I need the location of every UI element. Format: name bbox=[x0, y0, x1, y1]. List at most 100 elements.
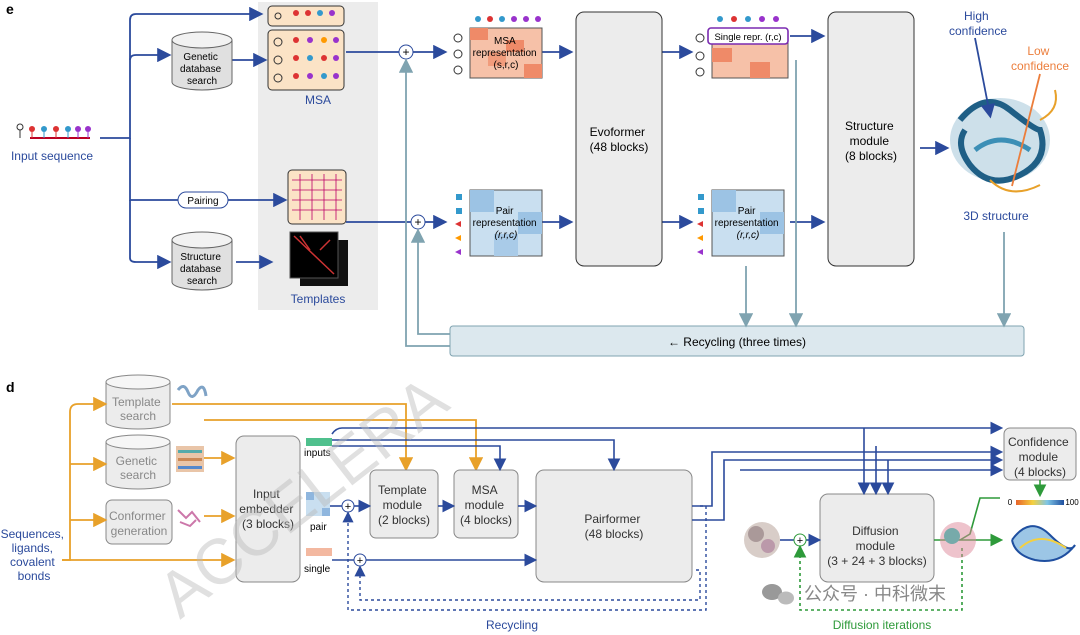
single-repr-label-box bbox=[707, 27, 789, 45]
svg-text:Template search: Template search bbox=[112, 395, 164, 423]
template-search-line2: search bbox=[120, 409, 156, 423]
input-embedder-line3: (3 blocks) bbox=[242, 517, 294, 531]
template-search-line1: Template bbox=[112, 395, 161, 409]
pair-repr-line1: Pair bbox=[496, 206, 514, 217]
msa-query-box bbox=[267, 5, 345, 27]
diffusion-line1: Diffusion bbox=[852, 524, 898, 538]
structure-module-line3: (8 blocks) bbox=[845, 149, 897, 163]
pair-repr-line3: (r,r,c) bbox=[495, 230, 518, 241]
genetic-db-line1: Genetic bbox=[183, 52, 217, 63]
inputs-label: inputs bbox=[304, 448, 331, 459]
inputs-bar bbox=[306, 438, 332, 446]
genetic-db-line2: database bbox=[180, 64, 222, 75]
evoformer-line2: (48 blocks) bbox=[590, 140, 649, 154]
input-sequence-glyph bbox=[16, 123, 91, 139]
input-embedder-box bbox=[235, 435, 301, 583]
scale-min: 0 bbox=[1008, 498, 1013, 507]
conformer-line1: Conformer bbox=[109, 509, 166, 523]
template-module-line3: (2 blocks) bbox=[378, 513, 430, 527]
svg-text:+: + bbox=[402, 45, 409, 59]
genetic-search-cylinder bbox=[105, 434, 171, 490]
wechat-icon bbox=[762, 584, 794, 605]
svg-text:Sequences, ligands, co: Sequences, ligands, covalent bonds bbox=[1, 527, 68, 583]
input-sequence-label: Input sequence bbox=[11, 149, 93, 163]
conformer-line2: generation bbox=[111, 524, 168, 538]
single-bar bbox=[306, 548, 332, 556]
genetic-search-line2: search bbox=[120, 468, 156, 482]
template-pattern bbox=[293, 235, 335, 275]
low-confidence-line2: confidence bbox=[1011, 59, 1069, 73]
svg-text:High confidence: High confidence bbox=[949, 9, 1007, 38]
template-module-line1: Template bbox=[378, 483, 427, 497]
diffusion-box bbox=[819, 493, 935, 583]
structure-module-line1: Structure bbox=[845, 119, 894, 133]
svg-text:Genetic search: Genetic search bbox=[116, 454, 161, 482]
plus-circle-diffusion: + bbox=[793, 533, 807, 547]
diffusion-line2: module bbox=[856, 539, 896, 553]
msa-sequences-box bbox=[267, 29, 345, 91]
genetic-search-line1: Genetic bbox=[116, 454, 157, 468]
structure-module-box bbox=[827, 11, 915, 267]
conformer-thumbnail bbox=[177, 509, 201, 528]
pairing-pill bbox=[177, 191, 229, 209]
pairformer-line1: Pairformer bbox=[584, 512, 640, 526]
msa-repr-residues bbox=[453, 16, 541, 75]
svg-text:Pair representation (r: Pair representation (r,r,c) bbox=[715, 206, 782, 241]
final-protein bbox=[1011, 525, 1076, 562]
panel-e-input-connectors bbox=[100, 6, 288, 270]
pair-grid-lines bbox=[292, 174, 342, 220]
genetic-db-line3: search bbox=[187, 76, 217, 87]
msa-module-line1: MSA bbox=[472, 483, 498, 497]
pair-repr-line2: representation bbox=[473, 218, 537, 229]
svg-text:Input embedder (3 bloc: Input embedder (3 blocks) bbox=[239, 487, 296, 531]
msa-module-line3: (4 blocks) bbox=[460, 513, 512, 527]
svg-text:+: + bbox=[797, 535, 803, 547]
msa-residue-glyphs bbox=[273, 10, 339, 83]
svg-text:Structure module (8 bl: Structure module (8 blocks) bbox=[845, 119, 897, 163]
svg-text:Genetic database searc: Genetic database search bbox=[180, 52, 224, 87]
plus-circle-msa: + bbox=[398, 44, 414, 60]
wechat-label: 公众号 · 中科微末 bbox=[804, 584, 946, 604]
template-module-line2: module bbox=[383, 498, 423, 512]
structure-module-line2: module bbox=[850, 134, 890, 148]
pairformer-line2: (48 blocks) bbox=[585, 527, 644, 541]
svg-text:Pair representation (r: Pair representation (r,r,c) bbox=[473, 206, 540, 241]
confidence-scale-bar bbox=[1016, 500, 1064, 505]
msa-thumbnail bbox=[176, 446, 204, 472]
single-repr-heatmap bbox=[695, 16, 789, 79]
pair-repr2-line1: Pair bbox=[738, 206, 756, 217]
templates-label: Templates bbox=[291, 292, 346, 306]
svg-text:Structure database sea: Structure database search bbox=[180, 252, 224, 287]
input-embedder-line2: embedder bbox=[239, 502, 293, 516]
svg-text:Template module (2 blo: Template module (2 blocks) bbox=[378, 483, 430, 527]
recycling-dotted-loop bbox=[342, 505, 707, 611]
pair-thumbnail bbox=[306, 492, 330, 516]
msa-repr-line3: (s,r,c) bbox=[494, 60, 519, 71]
inputs-left-line2: ligands, bbox=[12, 541, 53, 555]
panel-e-label: e bbox=[6, 1, 14, 17]
pair-repr2-heatmap bbox=[697, 189, 785, 257]
panel-e-mid-connectors bbox=[346, 28, 950, 230]
structure-database-cylinder bbox=[171, 231, 233, 291]
template-thumbnail bbox=[176, 385, 208, 398]
pair-label: pair bbox=[310, 522, 327, 533]
inputs-left-line4: bonds bbox=[18, 569, 51, 583]
structure-db-line2: database bbox=[180, 264, 222, 275]
low-confidence-arrow bbox=[1011, 73, 1041, 187]
template-search-cylinder bbox=[105, 374, 171, 430]
scale-max: 100 bbox=[1065, 498, 1079, 507]
recycling-bar bbox=[449, 325, 1025, 357]
single-label: single bbox=[304, 564, 331, 575]
pairformer-box bbox=[535, 469, 693, 583]
orange-input-connectors bbox=[62, 396, 484, 568]
diffusion-line3: (3 + 24 + 3 blocks) bbox=[827, 554, 926, 568]
pair-grid-box bbox=[287, 169, 347, 225]
svg-text:+: + bbox=[414, 215, 421, 229]
svg-text:Low confidence: Low confidence bbox=[1011, 44, 1069, 73]
pair-repr-heatmap bbox=[469, 189, 543, 257]
svg-text:Diffusion module (3 +: Diffusion module (3 + 24 + 3 blocks) bbox=[827, 524, 926, 568]
msa-repr-heatmap bbox=[469, 27, 543, 79]
evoformer-box bbox=[575, 11, 663, 267]
confidence-line3: (4 blocks) bbox=[1014, 465, 1066, 479]
